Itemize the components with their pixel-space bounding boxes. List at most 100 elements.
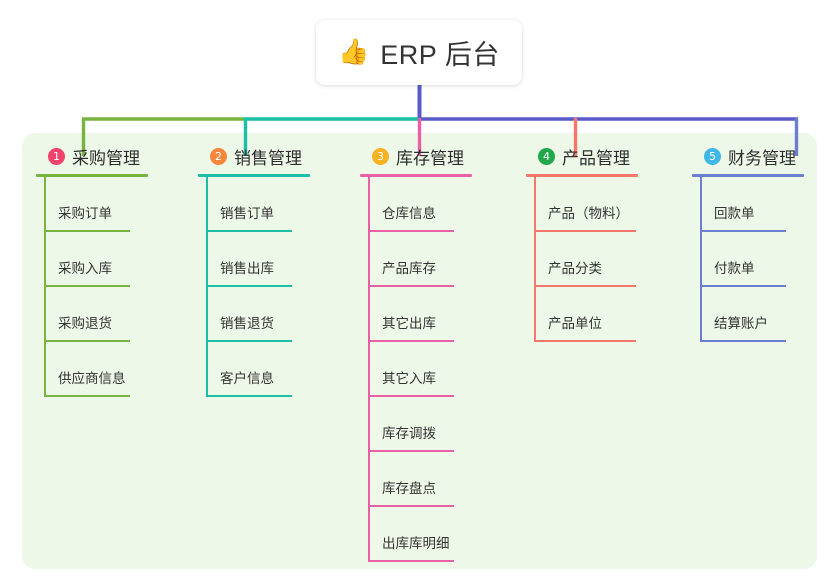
column-header-rule-5 (692, 174, 804, 177)
leaf-spine (368, 452, 370, 507)
column-header-rule-4 (526, 174, 638, 177)
leaf-node[interactable]: 库存盘点 (360, 452, 472, 507)
leaf-label: 出库库明细 (382, 536, 450, 551)
leaf-spine (700, 177, 702, 232)
column-title-3: 库存管理 (396, 148, 464, 168)
leaf-label: 采购退货 (58, 316, 112, 331)
leaf-rule (368, 560, 454, 562)
leaf-spine (368, 232, 370, 287)
leaf-spine (700, 232, 702, 287)
column-badge-5: 5 (704, 147, 721, 165)
leaf-label: 产品分类 (548, 261, 602, 276)
leaf-rule (206, 340, 292, 342)
leaf-spine (368, 287, 370, 342)
leaf-node[interactable]: 其它出库 (360, 287, 472, 342)
column-title-4: 产品管理 (562, 148, 630, 168)
leaf-spine (534, 232, 536, 287)
column-header-5[interactable]: 5 财务管理 (692, 144, 804, 168)
column-badge-1: 1 (48, 147, 65, 165)
leaf-rule (44, 230, 130, 232)
column-title-1: 采购管理 (72, 148, 140, 168)
leaf-label: 采购入库 (58, 261, 112, 276)
leaf-node[interactable]: 付款单 (692, 232, 804, 287)
leaf-node[interactable]: 采购入库 (36, 232, 148, 287)
leaf-node[interactable]: 回款单 (692, 177, 804, 232)
leaf-node[interactable]: 仓库信息 (360, 177, 472, 232)
leaf-label: 产品（物料） (548, 206, 629, 221)
leaf-label: 销售出库 (220, 261, 274, 276)
leaf-rule (44, 340, 130, 342)
leaf-spine (534, 177, 536, 232)
leaf-rule (368, 230, 454, 232)
leaf-node[interactable]: 销售出库 (198, 232, 310, 287)
leaf-node[interactable]: 采购退货 (36, 287, 148, 342)
leaf-node[interactable]: 产品分类 (526, 232, 638, 287)
leaf-rule (206, 395, 292, 397)
leaf-spine (206, 287, 208, 342)
leaf-node[interactable]: 销售订单 (198, 177, 310, 232)
leaf-spine (700, 287, 702, 342)
leaf-spine (368, 507, 370, 562)
leaf-node[interactable]: 供应商信息 (36, 342, 148, 397)
leaf-rule (368, 340, 454, 342)
leaf-rule (534, 285, 636, 287)
leaf-rule (44, 395, 130, 397)
leaf-label: 仓库信息 (382, 206, 436, 221)
column-items-2: 销售订单销售出库销售退货客户信息 (198, 177, 310, 397)
column-title-5: 财务管理 (728, 148, 796, 168)
leaf-rule (534, 230, 636, 232)
column-5: 5 财务管理回款单付款单结算账户 (692, 144, 804, 342)
leaf-node[interactable]: 结算账户 (692, 287, 804, 342)
column-header-1[interactable]: 1 采购管理 (36, 144, 148, 168)
leaf-node[interactable]: 库存调拨 (360, 397, 472, 452)
leaf-label: 采购订单 (58, 206, 112, 221)
leaf-rule (700, 230, 786, 232)
column-header-rule-3 (360, 174, 472, 177)
column-4: 4 产品管理产品（物料） 产品分类产品单位 (526, 144, 638, 342)
leaf-label: 付款单 (714, 261, 755, 276)
leaf-rule (368, 450, 454, 452)
leaf-node[interactable]: 采购订单 (36, 177, 148, 232)
leaf-label: 销售退货 (220, 316, 274, 331)
leaf-rule (368, 505, 454, 507)
leaf-spine (206, 342, 208, 397)
leaf-rule (206, 230, 292, 232)
leaf-spine (44, 342, 46, 397)
leaf-rule (44, 285, 130, 287)
column-items-3: 仓库信息产品库存其它出库其它入库库存调拨库存盘点出库库明细 (360, 177, 472, 562)
leaf-label: 其它入库 (382, 371, 436, 386)
leaf-node[interactable]: 客户信息 (198, 342, 310, 397)
leaf-spine (368, 397, 370, 452)
leaf-node[interactable]: 产品库存 (360, 232, 472, 287)
root-title: ERP 后台 (380, 40, 500, 70)
column-title-2: 销售管理 (234, 148, 302, 168)
leaf-spine (368, 342, 370, 397)
leaf-label: 产品单位 (548, 316, 602, 331)
thumbs-up-icon: 👍 (338, 38, 370, 66)
leaf-spine (44, 287, 46, 342)
column-badge-4: 4 (538, 147, 555, 165)
leaf-label: 结算账户 (714, 316, 768, 331)
leaf-node[interactable]: 产品（物料） (526, 177, 638, 232)
column-1: 1 采购管理采购订单采购入库采购退货供应商信息 (36, 144, 148, 397)
column-items-5: 回款单付款单结算账户 (692, 177, 804, 342)
root-node-card[interactable]: 👍 ERP 后台 (316, 20, 522, 85)
leaf-node[interactable]: 出库库明细 (360, 507, 472, 562)
root-node-content: 👍 ERP 后台 (338, 33, 500, 72)
leaf-node[interactable]: 其它入库 (360, 342, 472, 397)
leaf-node[interactable]: 产品单位 (526, 287, 638, 342)
leaf-node[interactable]: 销售退货 (198, 287, 310, 342)
leaf-rule (206, 285, 292, 287)
leaf-rule (700, 285, 786, 287)
leaf-spine (44, 232, 46, 287)
leaf-rule (700, 340, 786, 342)
leaf-label: 供应商信息 (58, 371, 126, 386)
column-header-4[interactable]: 4 产品管理 (526, 144, 638, 168)
leaf-spine (534, 287, 536, 342)
column-header-rule-1 (36, 174, 148, 177)
